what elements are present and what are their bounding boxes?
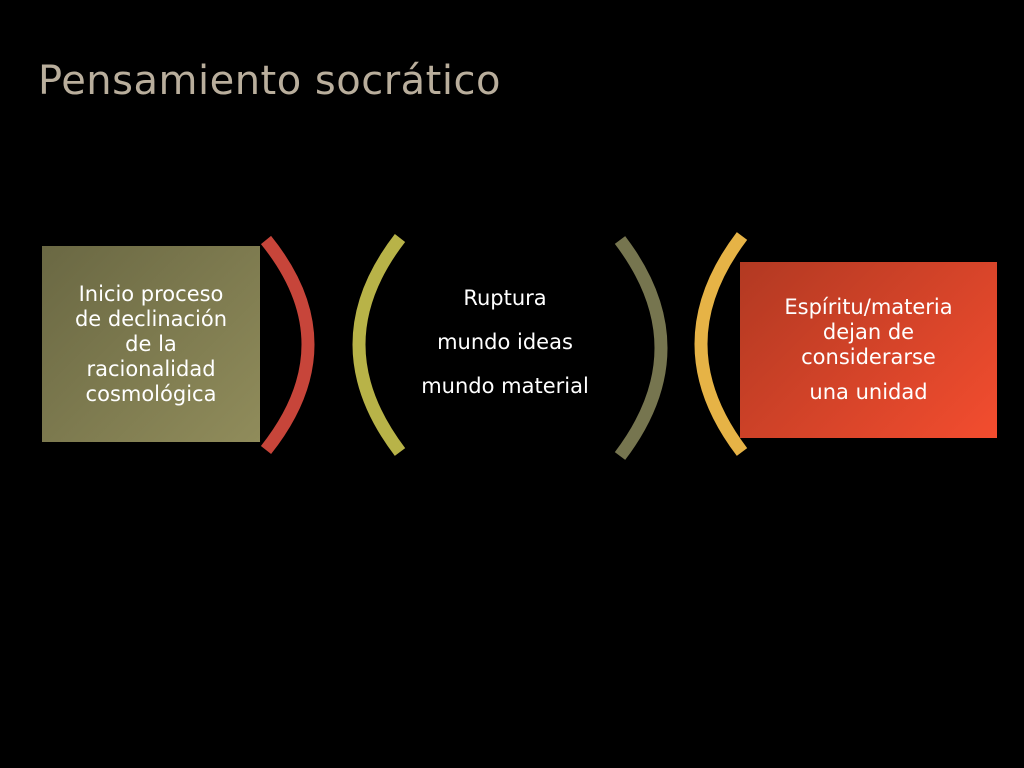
left-box: Inicio proceso de declinación de la raci… — [42, 246, 260, 442]
center-line-1: Ruptura — [463, 286, 547, 310]
left-box-line-5: cosmológica — [85, 381, 217, 406]
left-box-line-2: de declinación — [74, 306, 228, 331]
right-box-line-1: Espíritu/materia — [784, 295, 953, 319]
center-line-2: mundo ideas — [437, 330, 573, 354]
left-box-line-3: de la — [125, 331, 177, 356]
gray-olive-arc — [614, 236, 668, 460]
red-arc — [260, 235, 315, 455]
gold-arc — [694, 232, 748, 456]
slide-title: Pensamiento socrático — [38, 58, 501, 104]
right-box-line-3: considerarse — [801, 345, 936, 369]
olive-arc — [352, 234, 406, 456]
center-line-3: mundo material — [421, 374, 589, 398]
left-box-line-4: racionalidad — [86, 356, 216, 381]
center-text: Ruptura mundo ideas mundo material — [380, 276, 630, 408]
right-box: Espíritu/materia dejan de considerarse u… — [740, 262, 997, 438]
right-box-line-4: una unidad — [809, 380, 928, 404]
right-box-line-2: dejan de — [822, 320, 915, 344]
left-box-line-1: Inicio proceso — [78, 281, 224, 306]
